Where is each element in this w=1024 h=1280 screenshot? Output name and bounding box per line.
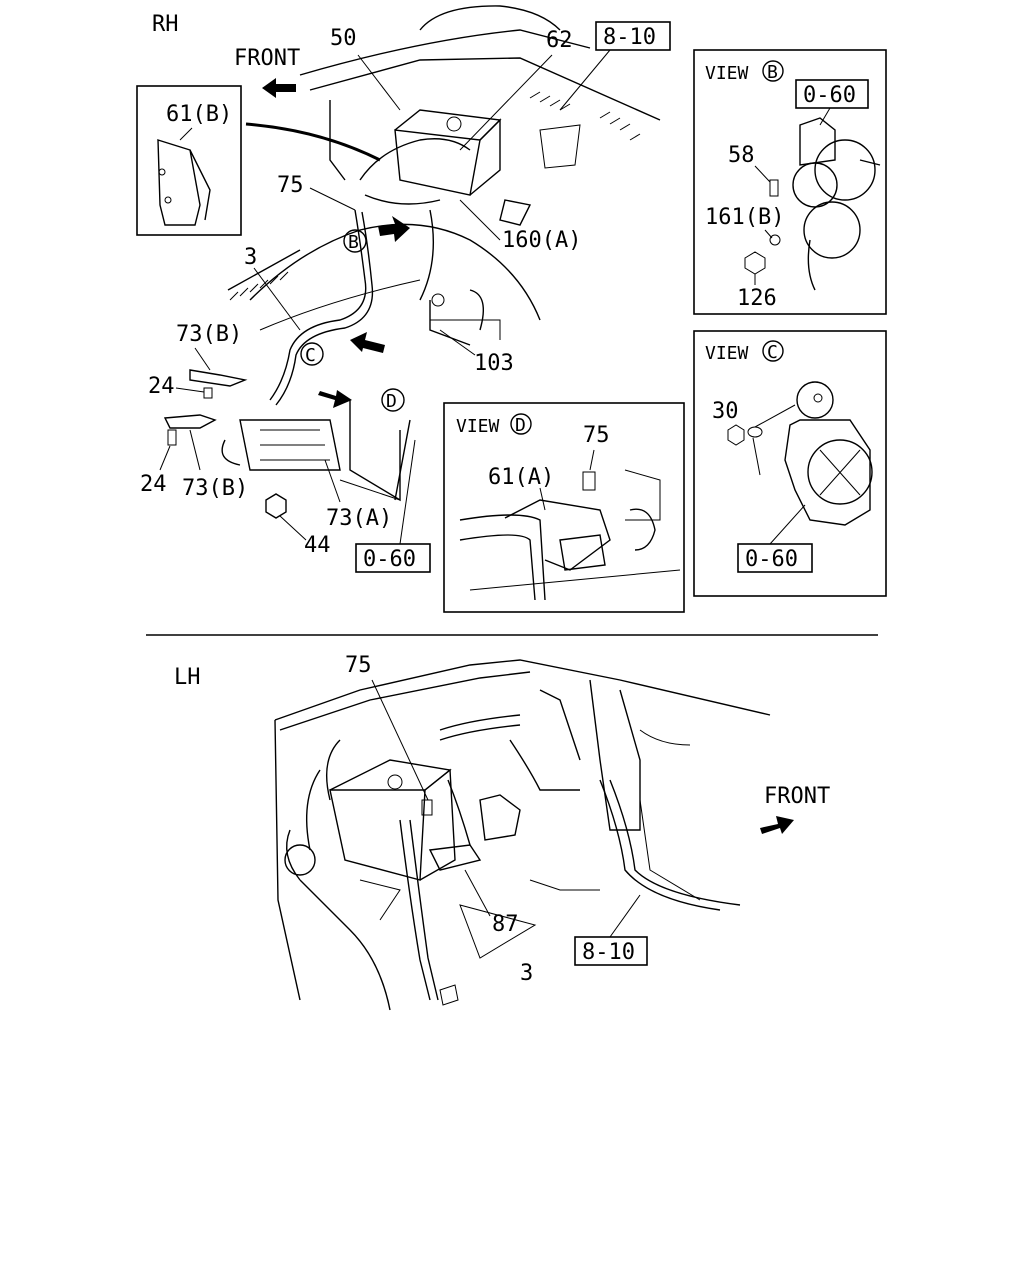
ref-box-0-60-c xyxy=(737,543,813,573)
bolt-24-top xyxy=(203,387,213,399)
circle-b-letter: B xyxy=(348,232,359,253)
bolt-75-lh xyxy=(421,799,433,816)
view-b-panel xyxy=(693,49,887,315)
ref-box-0-60-main xyxy=(355,543,431,573)
inset-61b xyxy=(136,85,242,236)
leader-61b xyxy=(245,122,381,162)
view-arrow-icon xyxy=(350,332,385,353)
nut-44 xyxy=(265,493,287,519)
callout-73b-top: 73(B) xyxy=(176,322,242,347)
leader-87-3 xyxy=(459,904,537,959)
circle-b-main xyxy=(343,229,367,253)
bolt-24-bot xyxy=(167,429,177,446)
section-label-rh: RH xyxy=(152,12,179,37)
circle-d-letter: D xyxy=(386,391,397,412)
view-arrow-icon xyxy=(318,390,352,408)
view-c-letter: C xyxy=(767,342,778,363)
front-label-lh: FRONT xyxy=(764,784,830,809)
rh-engine-bay xyxy=(221,5,661,502)
front-label-rh: FRONT xyxy=(234,46,300,71)
callout-75-lh: 75 xyxy=(345,653,372,678)
callout-126: 126 xyxy=(737,286,777,311)
view-c-prefix: VIEW xyxy=(705,343,749,364)
callout-161b: 161(B) xyxy=(705,205,784,230)
ref-8-10-lh: 8-10 xyxy=(582,940,635,965)
view-d-panel xyxy=(443,402,685,613)
view-d-letter: D xyxy=(515,415,526,436)
callout-50: 50 xyxy=(330,26,357,51)
view-b-letter: B xyxy=(767,62,778,83)
callout-30: 30 xyxy=(712,399,739,424)
ref-box-8-10-top xyxy=(595,21,671,51)
lh-engine-bay xyxy=(274,659,771,1011)
view-arrow-icon xyxy=(378,216,410,242)
arrow-front-icon xyxy=(760,816,794,834)
callout-61b: 61(B) xyxy=(166,102,232,127)
ref-0-60-c: 0-60 xyxy=(745,547,798,572)
callout-62: 62 xyxy=(546,28,573,53)
view-b-prefix: VIEW xyxy=(705,63,749,84)
callout-24-top: 24 xyxy=(148,374,175,399)
circle-c-letter: C xyxy=(305,345,316,366)
callout-3-rh: 3 xyxy=(244,245,257,270)
ref-0-60-main: 0-60 xyxy=(363,547,416,572)
circle-d-main xyxy=(381,388,405,412)
callout-44: 44 xyxy=(304,533,331,558)
view-d-prefix: VIEW xyxy=(456,416,500,437)
ref-0-60-b: 0-60 xyxy=(803,83,856,108)
part-73b-top xyxy=(189,369,248,387)
ref-8-10-top: 8-10 xyxy=(603,25,656,50)
ref-box-0-60-b xyxy=(795,79,869,109)
callout-160a: 160(A) xyxy=(502,228,581,253)
callout-61a: 61(A) xyxy=(488,465,554,490)
circle-c-main xyxy=(300,342,324,366)
callout-24-bot: 24 xyxy=(140,472,167,497)
section-label-lh: LH xyxy=(174,665,201,690)
part-73b-bot xyxy=(163,414,217,429)
callout-75-d: 75 xyxy=(583,423,610,448)
callout-103: 103 xyxy=(474,351,514,376)
callout-87: 87 xyxy=(492,912,519,937)
ref-box-8-10-lh xyxy=(574,936,648,966)
arrow-front-icon xyxy=(262,78,296,98)
callout-73b-bot: 73(B) xyxy=(182,476,248,501)
callout-3-lh: 3 xyxy=(520,961,533,986)
callout-58: 58 xyxy=(728,143,755,168)
callout-73a: 73(A) xyxy=(326,506,392,531)
callout-75-rh: 75 xyxy=(277,173,304,198)
